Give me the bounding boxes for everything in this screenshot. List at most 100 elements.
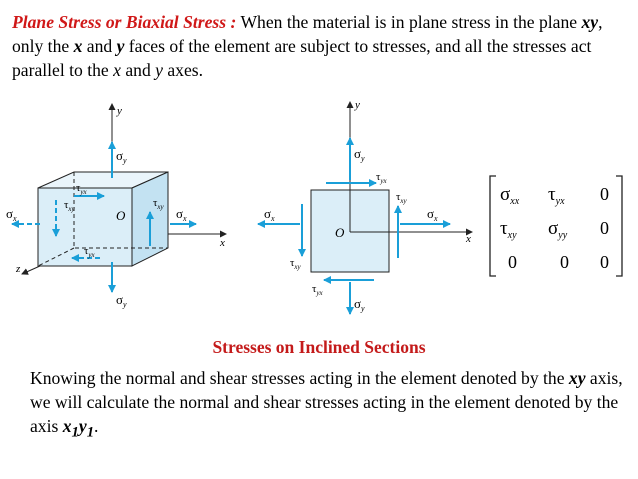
cube-origin-label: O [116,208,126,223]
matrix-r3-c1: 0 [508,252,517,272]
plane-sigma-y-top-symbol: σ [354,146,361,161]
cube-sigma-y-top-sub: y [122,156,127,165]
matrix-r2-c1: τ [500,218,508,239]
svg-text:σy: σy [354,146,365,163]
matrix-r3-c2: 0 [560,252,569,272]
cube-z-axis-label: z [15,263,21,275]
intro-y2: y [155,60,163,80]
cube-hidden-edges [37,172,168,267]
matrix-right-bracket [616,175,623,277]
para-xy: xy [568,368,586,388]
svg-text:σy: σy [354,296,365,313]
cube-tau-xy-right-sub: xy [156,203,164,211]
body-paragraph: Knowing the normal and shear stresses ac… [30,366,630,445]
cube-element: y x z O σy σy σx σx τyx τyx τxy τxy [6,103,227,309]
svg-text:O: O [335,225,345,240]
cube-sigma-x-right-symbol: σ [176,206,183,221]
cube-tau-xy-left-symbol: τ [64,199,69,211]
cube-sigma-x-left-symbol: σ [6,206,13,221]
cube-front-face [37,187,133,267]
intro-text-5: and [120,60,156,80]
matrix-r2-s2: yy [557,230,567,241]
plane-tau-xy-right-sub: xy [399,197,407,205]
plane-tau-yx-top-sub: yx [379,177,387,185]
intro-x2: x [113,60,121,80]
matrix-r1-c2: τ [548,184,556,205]
plane-x-axis-label: x [465,233,471,245]
section-title: Stresses on Inclined Sections [212,337,426,357]
svg-text:τxy: τxy [290,257,302,271]
svg-text:σx: σx [264,206,275,223]
plane-sigma-x-left-sub: x [270,214,275,223]
plane-tau-xy-right-symbol: τ [396,191,401,203]
cube-sigma-y-bottom-sub: y [122,300,127,309]
matrix-r1-s2: yx [555,196,565,207]
para-text-3: . [94,416,99,436]
intro-text-2: , only the [12,12,603,56]
cube-y-axis-label: y [116,105,122,117]
plane-element: y x O σy σy σx σx τyx τyx τxy τxy [257,99,473,315]
svg-text:σy: σy [116,292,127,309]
svg-text:τxy: τxy [500,218,517,241]
plane-tau-xy-left-sub: xy [293,263,301,271]
matrix-r1-s1: xx [509,196,519,207]
intro-x: x [73,36,83,56]
plane-sigma-x-right-sub: x [433,214,438,223]
intro-xy: xy [581,12,599,32]
stress-matrix: σxx τyx 0 τxy σyy 0 0 0 0 [489,175,623,277]
svg-text:σx: σx [176,206,187,223]
cube-sigma-x-left-sub: x [12,214,17,223]
matrix-r2-c2: σ [548,218,558,239]
svg-text:τyx: τyx [548,184,565,207]
intro-paragraph: Plane Stress or Biaxial Stress : When th… [12,10,626,82]
cube-tau-xy-left-sub: xy [67,205,75,213]
matrix-left-bracket [489,175,496,277]
matrix-r3-c3: 0 [600,252,609,272]
svg-text:τxy: τxy [396,191,408,205]
para-x1-sub: 1 [71,424,79,441]
para-text-1: Knowing the normal and shear stresses ac… [30,368,569,388]
intro-text-1: When the material is in plane stress in … [236,12,582,32]
plane-sigma-x-right-symbol: σ [427,206,434,221]
svg-text:σy: σy [116,148,127,165]
cube-tau-yx-top-sub: yx [79,188,87,196]
svg-text:0: 0 [560,252,569,272]
intro-text-6: axes. [162,60,204,80]
cube-sigma-x-right-sub: x [182,214,187,223]
plane-sigma-y-bottom-symbol: σ [354,296,361,311]
para-y1-sub: 1 [86,424,95,441]
svg-text:0: 0 [508,252,517,272]
plane-tau-yx-bottom-sub: yx [315,289,323,297]
svg-text:0: 0 [600,252,609,272]
svg-text:x: x [465,233,471,245]
cube-tau-xy-right-symbol: τ [153,197,158,209]
plane-tau-yx-bottom-symbol: τ [312,283,317,295]
svg-text:σxx: σxx [500,184,520,207]
svg-text:0: 0 [600,184,609,204]
svg-text:O: O [116,208,126,223]
plane-sigma-x-left-symbol: σ [264,206,271,221]
svg-text:σx: σx [6,206,17,223]
cube-tau-yx-top-symbol: τ [76,182,81,194]
plane-sigma-y-top-sub: y [360,154,365,163]
plane-origin-label: O [335,225,345,240]
plane-tau-xy-left-symbol: τ [290,257,295,269]
svg-text:σx: σx [427,206,438,223]
plane-y-axis-label: y [354,99,360,111]
matrix-r2-s1: xy [507,230,517,241]
para-text-2: axis, we will calculate the normal and s… [30,368,623,436]
intro-text-3: and [82,36,117,56]
svg-text:τyx: τyx [312,283,324,297]
svg-text:y: y [354,99,360,111]
intro-y: y [116,36,125,56]
intro-text-4: faces of the element are subject to stre… [12,36,592,80]
svg-text:x: x [219,237,225,249]
svg-text:τyx: τyx [84,245,96,259]
cube-sigma-y-bottom-symbol: σ [116,292,123,307]
svg-text:z: z [15,263,21,275]
cube-sigma-y-top-symbol: σ [116,148,123,163]
para-x1: x [62,416,72,436]
svg-text:0: 0 [600,218,609,238]
svg-text:τyx: τyx [376,171,388,185]
cube-tau-yx-bottom-sub: yx [87,251,95,259]
